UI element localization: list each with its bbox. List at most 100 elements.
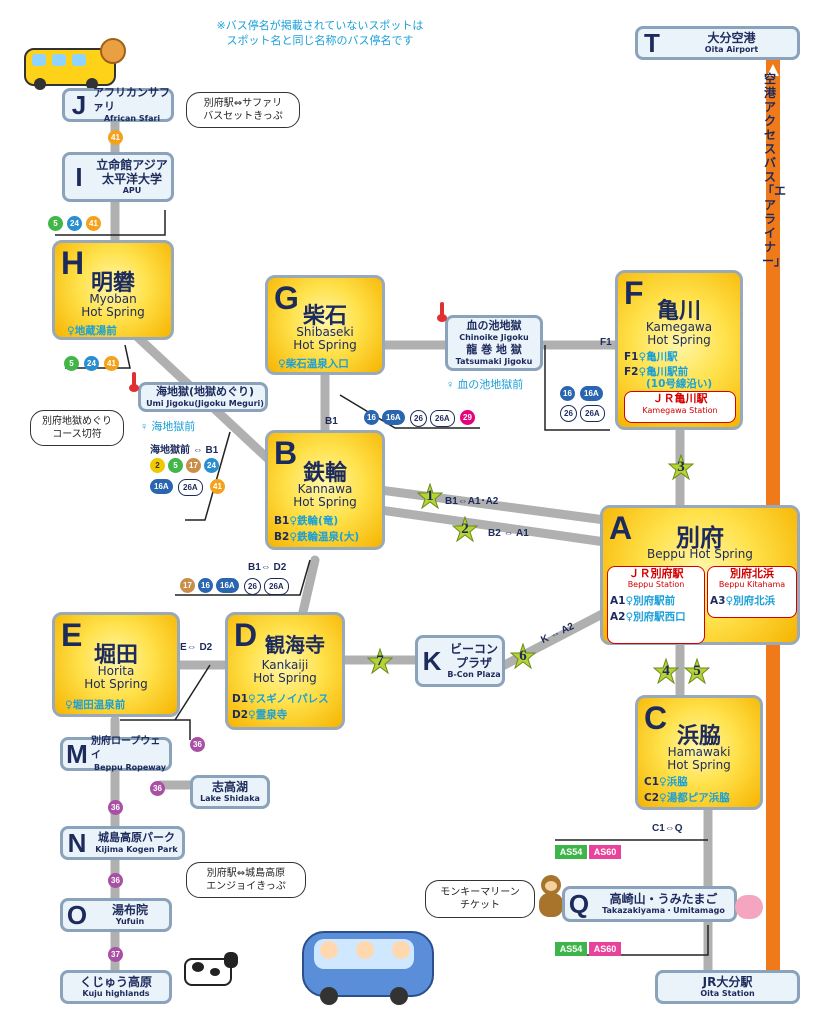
station-name-en: Beppu Kitahama — [718, 580, 786, 589]
spring-shibaseki[interactable]: G 柴石 Shibaseki Hot Spring ♀柴石温泉入口 — [265, 275, 385, 375]
thermometer-icon — [436, 302, 448, 324]
route-badge-36: 36 — [108, 800, 123, 815]
stop-name-en: B-Con Plaza — [447, 670, 501, 679]
bus-stop-name: 湯都ピア浜脇 — [666, 792, 730, 804]
spring-beppu[interactable]: A 別府 Beppu Hot Spring ＪＲ別府駅 Beppu Statio… — [600, 505, 800, 645]
route-badge-2: 2 — [150, 458, 165, 473]
stop-code: D2 — [232, 709, 249, 721]
route-badge-24: 24 — [204, 458, 219, 473]
bus-stop-icon: ♀ — [289, 531, 298, 543]
stop-name-en: Umi Jigoku(Jigoku Meguri) — [146, 399, 264, 408]
route-star-4: 4 — [652, 657, 680, 685]
stop-letter: I — [75, 161, 83, 192]
route-badge-41: 41 — [108, 130, 123, 145]
spring-name: 堀田 — [93, 643, 138, 668]
stop-takazakiyama-umitamago[interactable]: Q 高崎山・うみたまご Takazakiyama・Umitamago — [562, 886, 737, 922]
route-badge-5: 5 — [48, 216, 63, 231]
route-line-k-a — [490, 605, 615, 675]
route-badge-41: 41 — [104, 356, 119, 371]
stop-beppu-ropeway[interactable]: M 別府ロープウェイ Beppu Ropeway — [60, 736, 172, 772]
stop-code: C1 — [644, 776, 660, 788]
route-badge-24: 24 — [67, 216, 82, 231]
bus-stop-note: (10号線沿い) — [646, 378, 713, 390]
bus-stop-icon: ♀ — [659, 792, 667, 804]
spring-kamegawa[interactable]: F 亀川 Kamegawa Hot Spring F1♀亀川駅 F2♀亀川駅前 … — [615, 270, 743, 430]
bus-stop-name: スギノイパレス — [255, 693, 329, 705]
stop-name-jp: アフリカンサファリ — [93, 86, 170, 113]
stop-name-jp: 志高湖 — [211, 780, 248, 794]
bubble-text: エンジョイきっぷ — [206, 881, 286, 892]
route-badge-5: 5 — [168, 458, 183, 473]
bus-stop-name: 海地獄前 — [151, 421, 196, 433]
spring-kankaiji[interactable]: D 観海寺 Kankaiji Hot Spring D1♀スギノイパレス D2♀… — [225, 612, 345, 730]
stop-b-con-plaza[interactable]: K ビーコン プラザ B-Con Plaza — [415, 635, 505, 687]
bus-stop-icon: ♀ — [725, 595, 734, 607]
bus-stop-name: 霊泉寺 — [255, 709, 288, 721]
bus-stop-note: ※バス停名が掲載されていないスポットは スポット名と同じ名称のバス停名です — [190, 18, 450, 48]
route-badge-16a: 16A — [382, 410, 405, 425]
route-badge-as60: AS60 — [589, 845, 621, 859]
cow-illustration — [180, 950, 238, 995]
stop-code: F1 — [624, 351, 639, 363]
route-star-1: 1 — [416, 482, 444, 510]
stop-code: B2 — [274, 531, 290, 543]
stop-apu[interactable]: I 立命館アジア 太平洋大学 APU — [62, 152, 174, 202]
spring-myoban[interactable]: H 明礬 Myoban Hot Spring ♀地蔵湯前 — [52, 240, 174, 340]
stop-african-safari[interactable]: J アフリカンサファリ African Sfari — [62, 86, 174, 123]
route-star-5: 5 — [683, 657, 711, 685]
stop-name-jp: 高崎山・うみたまご — [609, 892, 718, 906]
route-badge-26a: 26A — [580, 405, 605, 422]
stop-letter: O — [66, 899, 88, 930]
route-badge-as60: AS60 — [589, 942, 621, 956]
stop-name-jp: 別府ロープウェイ — [91, 736, 161, 761]
spring-name-en: Kankaiji — [261, 658, 309, 672]
spring-name-en: Beppu Hot Spring — [647, 547, 753, 561]
spring-name-en: Hot Spring — [293, 495, 357, 509]
route-badge-26: 26 — [560, 405, 577, 422]
stop-name-en: APU — [122, 186, 142, 195]
stop-name-jp: 湯布院 — [111, 903, 148, 917]
route-badge-16a: 16A — [150, 479, 173, 494]
stop-letter: N — [67, 827, 87, 858]
label-b1-a: B1⇔A1･A2 — [445, 496, 499, 507]
stop-name-en: Kuju highlands — [82, 989, 150, 998]
route-badge-36: 36 — [150, 781, 165, 796]
bus-stop-name: 別府北浜 — [733, 595, 776, 607]
stop-oita-airport[interactable]: T 大分空港 Oita Airport — [635, 26, 800, 60]
star-number: 5 — [693, 663, 701, 679]
stop-umi-jigoku[interactable]: 海地獄(地獄めぐり) Umi Jigoku(Jigoku Meguri) — [138, 382, 268, 412]
spring-letter: G — [274, 280, 299, 316]
stop-letter: T — [644, 27, 660, 58]
route-badge-24: 24 — [84, 356, 99, 371]
bus-stop-name: 鉄輪温泉(大) — [297, 531, 360, 543]
spring-letter: H — [61, 245, 85, 281]
note-line-1: ※バス停名が掲載されていないスポットは — [216, 19, 424, 32]
spring-kannawa[interactable]: B 鉄輪 Kannawa Hot Spring B1♀鉄輪(竜) B2♀鉄輪温泉… — [265, 430, 385, 550]
stop-name-jp: 立命館アジア — [96, 158, 168, 172]
stop-name-jp: 血の池地獄 — [466, 319, 522, 332]
stop-chinoike-jigoku[interactable]: 血の池地獄 Chinoike Jigoku 龍 巻 地 獄 Tatsumaki … — [445, 315, 543, 371]
stop-kuju-highlands[interactable]: くじゅう高原 Kuju highlands — [60, 970, 172, 1004]
safari-bus-illustration — [20, 38, 126, 90]
bubble-text: 別府駅⇔城島高原 — [206, 868, 286, 879]
stop-lake-shidaka[interactable]: 志高湖 Lake Shidaka — [190, 775, 270, 809]
station-box-kitahama: 別府北浜 Beppu Kitahama A3♀別府北浜 — [707, 566, 797, 618]
stop-name-jp: プラザ — [455, 656, 492, 670]
tour-bus-illustration — [298, 925, 438, 1007]
route-star-2: 2 — [451, 515, 479, 543]
spring-name-en: Hot Spring — [667, 758, 731, 772]
spring-hamawaki[interactable]: C 浜脇 Hamawaki Hot Spring C1♀浜脇 C2♀湯都ピア浜脇 — [635, 695, 763, 810]
stop-name-en: African Sfari — [103, 114, 161, 123]
spring-letter: E — [61, 617, 83, 653]
stop-name-en: Lake Shidaka — [200, 794, 260, 803]
stop-oita-station[interactable]: JR大分駅 Oita Station — [655, 970, 800, 1004]
airliner-label: 空港アクセスバス「エアライナー」 — [762, 72, 787, 268]
spring-name: 柴石 — [302, 304, 347, 329]
route-badge-5: 5 — [64, 356, 79, 371]
stop-kijima-kogen-park[interactable]: N 城島高原パーク Kijima Kogen Park — [60, 826, 185, 860]
bubble-text: チケット — [460, 900, 500, 911]
station-name-en: Kamegawa Station — [642, 406, 718, 415]
route-badge-36: 36 — [108, 873, 123, 888]
stop-yufuin[interactable]: O 湯布院 Yufuin — [60, 898, 172, 932]
spring-horita[interactable]: E 堀田 Horita Hot Spring ♀堀田温泉前 — [52, 612, 180, 717]
